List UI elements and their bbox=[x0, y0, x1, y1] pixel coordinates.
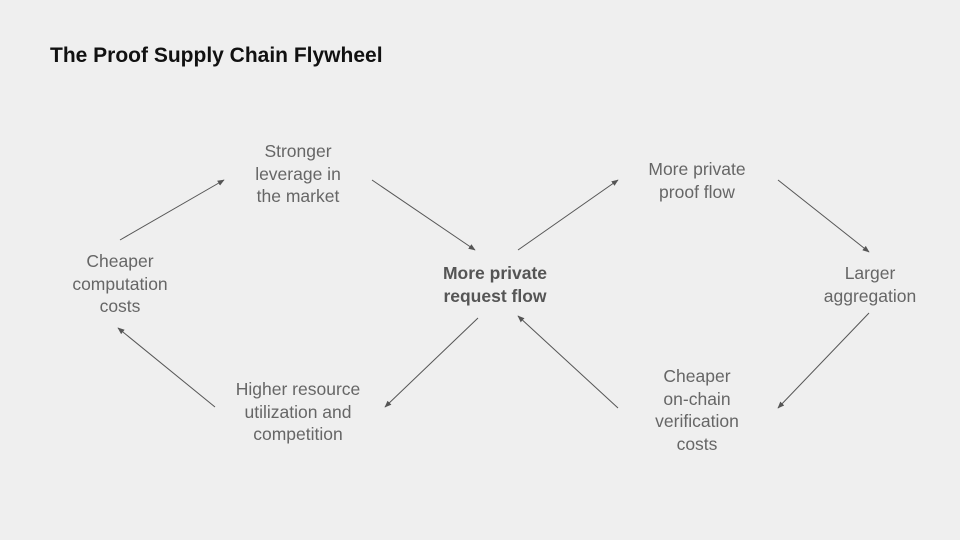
node-line: leverage in bbox=[255, 163, 341, 184]
arrow-verification-to-request bbox=[517, 315, 619, 409]
arrow-resource-to-computation bbox=[117, 327, 216, 408]
diagram-title: The Proof Supply Chain Flywheel bbox=[50, 44, 383, 67]
arrow-request-to-resource bbox=[384, 317, 479, 408]
node-line: Larger bbox=[844, 263, 896, 283]
node-line: request flow bbox=[443, 285, 547, 306]
node-line: computation bbox=[72, 273, 168, 294]
arrow-aggregation-to-verification bbox=[777, 312, 870, 409]
arrow-request-to-proof bbox=[517, 179, 619, 251]
node-line: aggregation bbox=[823, 285, 917, 306]
arrow-leverage-to-request bbox=[371, 179, 476, 251]
node-line: verification bbox=[655, 411, 739, 431]
node-more-proof-flow: More private proof flow bbox=[648, 158, 745, 203]
arrow-proof-to-aggregation bbox=[777, 179, 870, 253]
node-line: proof flow bbox=[659, 181, 735, 202]
node-more-request-flow: More private request flow bbox=[443, 262, 547, 307]
node-cheaper-verification: Cheaper on-chain verification costs bbox=[655, 365, 739, 455]
node-cheaper-computation: Cheaper computation costs bbox=[72, 250, 167, 318]
arrow-computation-to-leverage bbox=[119, 179, 225, 241]
node-line: Higher resource bbox=[235, 379, 361, 399]
node-line: the market bbox=[256, 186, 340, 206]
node-line: Cheaper bbox=[86, 251, 154, 271]
node-line: costs bbox=[676, 433, 718, 454]
node-line: costs bbox=[99, 296, 141, 316]
node-line: More private bbox=[648, 159, 746, 179]
node-stronger-leverage: Stronger leverage in the market bbox=[255, 140, 341, 208]
node-line: utilization and bbox=[244, 401, 352, 422]
node-larger-aggregation: Larger aggregation bbox=[824, 262, 916, 307]
node-line: Cheaper bbox=[663, 366, 731, 386]
node-higher-resource: Higher resource utilization and competit… bbox=[236, 378, 361, 446]
node-line: on-chain bbox=[663, 388, 731, 409]
node-line: Stronger bbox=[264, 141, 332, 161]
node-line: More private bbox=[442, 263, 548, 283]
node-line: competition bbox=[253, 424, 343, 444]
